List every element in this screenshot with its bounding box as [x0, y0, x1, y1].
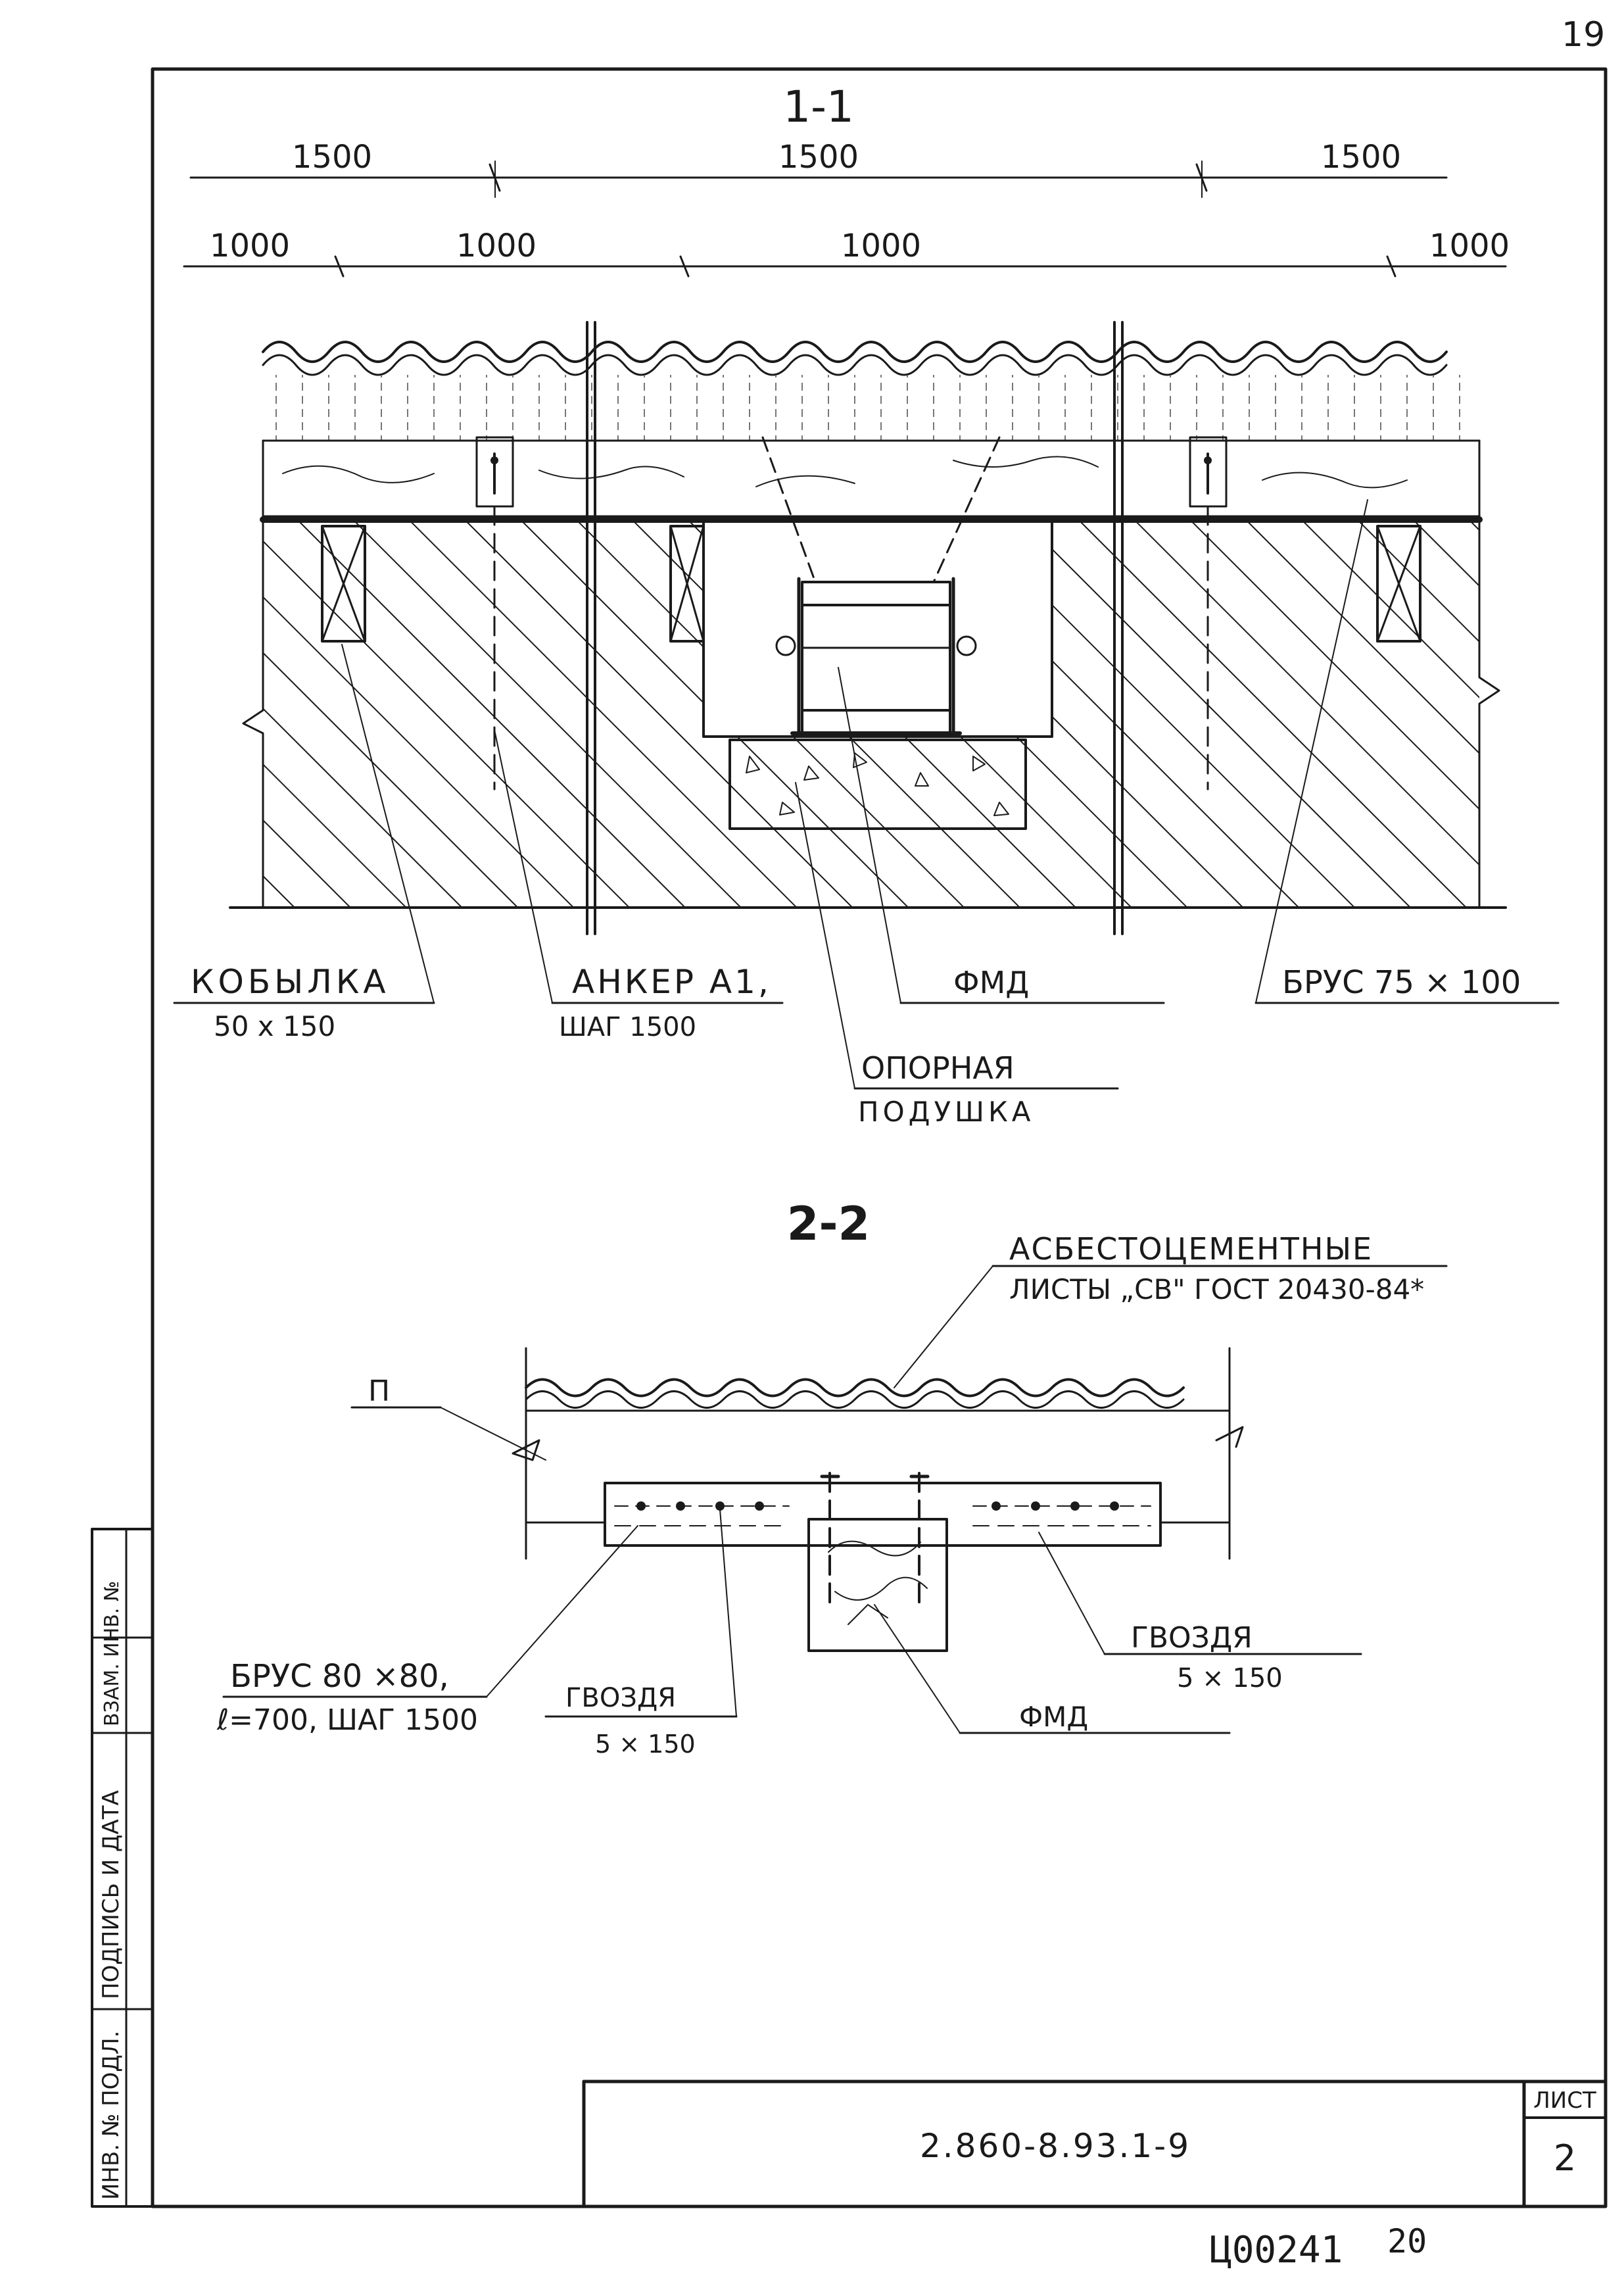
anchor-box-left — [475, 436, 514, 508]
leaders-section-1 — [173, 499, 1560, 1090]
stamp-inv-podl: ИНВ. № ПОДЛ. — [98, 2031, 124, 2200]
label-kobylka: КОБЫЛКА — [191, 963, 390, 1001]
archive-code: Ц00241 — [1210, 2229, 1343, 2272]
sheet-number: 2 — [1554, 2137, 1576, 2179]
label-brus-80-2: ℓ=700, ШАГ 1500 — [216, 1703, 478, 1737]
dim-second-3: 1000 — [841, 228, 921, 264]
doc-code: 2.860-8.93.1-9 — [920, 2127, 1191, 2165]
drawing-frame — [151, 67, 1608, 2208]
label-kobylka-size: 50 x 150 — [214, 1010, 335, 1042]
dim-top-1: 1500 — [292, 139, 372, 176]
dim-second-4: 1000 — [1429, 228, 1510, 264]
archive-number: 20 — [1387, 2222, 1427, 2260]
label-fmd-1: ФМД — [953, 965, 1029, 1000]
roof-decking — [263, 375, 1479, 441]
sheet-label: ЛИСТ — [1533, 2087, 1596, 2114]
label-sheets-2: ЛИСТЫ „СВ" ГОСТ 20430-84* — [1009, 1273, 1424, 1305]
dim-top-2: 1500 — [778, 139, 859, 176]
label-support: ОПОРНАЯ — [861, 1050, 1015, 1086]
kobylka-right — [1376, 525, 1421, 643]
label-nails-right-size: 5 × 150 — [1177, 1663, 1283, 1693]
leaders-section-2 — [222, 1509, 1362, 1734]
roof-sheet — [262, 341, 1448, 376]
label-fmd-2: ФМД — [1019, 1701, 1088, 1733]
kobylka-mid — [669, 525, 705, 643]
sheets-leader — [894, 1265, 993, 1388]
dim-top-3: 1500 — [1321, 139, 1401, 176]
label-anchor: АНКЕР А1, — [572, 963, 771, 1001]
label-brus-80: БРУС 80 ×80, — [230, 1658, 449, 1695]
anchor-box-right — [1189, 436, 1228, 508]
ventilation-frame — [761, 436, 1001, 735]
kobylka-left — [321, 525, 366, 643]
dimension-line-second — [183, 255, 1507, 278]
label-sheets-1: АСБЕСТОЦЕМЕНТНЫЕ — [1009, 1231, 1373, 1267]
stamp-vzam: ВЗАМ. ИНВ. № — [101, 1581, 124, 1726]
label-nails-left: ГВОЗДЯ — [565, 1683, 676, 1713]
fmd-block — [807, 1472, 948, 1652]
label-nails-right: ГВОЗДЯ — [1131, 1621, 1253, 1655]
brus-beam — [262, 439, 1481, 518]
panel-joints — [586, 321, 1124, 935]
section-1-title: 1-1 — [783, 82, 854, 132]
dim-second-2: 1000 — [456, 228, 537, 264]
p-leader — [440, 1407, 546, 1461]
label-anchor-step: ШАГ 1500 — [559, 1012, 696, 1042]
label-nails-left-size: 5 × 150 — [595, 1730, 696, 1759]
brus-80-beam — [525, 1482, 1231, 1547]
side-stamp — [91, 1528, 154, 2208]
roof-sheet-2 — [512, 1347, 1244, 1560]
label-support-2: ПОДУШКА — [858, 1096, 1035, 1128]
title-block — [582, 2080, 1608, 2208]
label-p: П — [368, 1375, 390, 1408]
label-brus: БРУС 75 × 100 — [1282, 964, 1521, 1001]
stamp-podpis: ПОДПИСЬ И ДАТА — [98, 1790, 124, 1999]
page-number: 19 — [1562, 15, 1605, 55]
support-pad — [728, 739, 1027, 830]
dim-second-1: 1000 — [210, 228, 290, 264]
section-2-title: 2-2 — [787, 1197, 870, 1251]
masonry-wall — [229, 522, 1507, 909]
dimension-line-top — [189, 160, 1448, 198]
